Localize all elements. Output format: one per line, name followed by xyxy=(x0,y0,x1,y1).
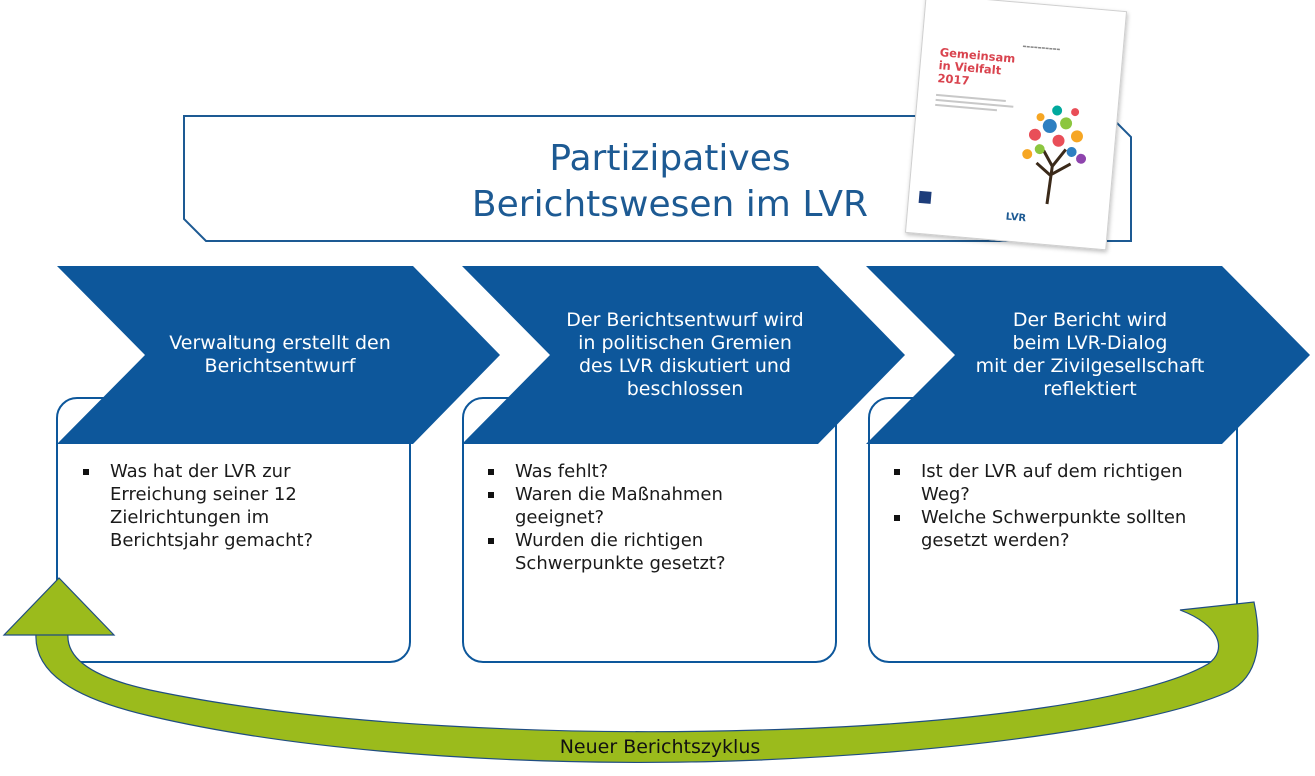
title-line-2: Berichtswesen im LVR xyxy=(471,184,869,225)
step-2-heading: Der Berichtsentwurf wird in politischen … xyxy=(540,309,830,401)
brochure-title: Gemeinsam in Vielfalt 2017 xyxy=(937,45,1016,91)
report-brochure-cover: ▬▬▬▬▬▬▬▬▬▬ Gemeinsam in Vielfalt 2017 LV… xyxy=(904,0,1128,251)
step-2-heading-line: Der Berichtsentwurf wird xyxy=(566,309,804,331)
brochure-publisher-logo xyxy=(918,190,932,204)
process-chevron-2 xyxy=(462,266,905,444)
cycle-arrow-band xyxy=(35,601,1259,763)
cycle-label: Neuer Berichtszyklus xyxy=(559,736,761,758)
question-item: Welche Schwerpunkte sollten gesetzt werd… xyxy=(891,506,1211,552)
step-2-questions: Was fehlt? Waren die Maßnahmen geeignet?… xyxy=(485,460,755,575)
question-item: Was hat der LVR zur Erreichung seiner 12… xyxy=(80,460,325,552)
title-line-1: Partizipatives xyxy=(549,138,791,179)
cycle-arrow-head xyxy=(2,577,116,636)
step-1-questions: Was hat der LVR zur Erreichung seiner 12… xyxy=(80,460,325,552)
step-1-heading: Verwaltung erstellt den Berichtsentwurf xyxy=(140,332,420,378)
step-3-heading-line: reflektiert xyxy=(1043,378,1137,400)
question-item: Ist der LVR auf dem richtigen Weg? xyxy=(891,460,1211,506)
brochure-lvr-logo: LVR xyxy=(1005,211,1027,225)
process-chevron-3 xyxy=(866,266,1310,444)
step-3-heading-line: beim LVR-Dialog xyxy=(1012,332,1168,354)
step-2-heading-line: in politischen Gremien xyxy=(578,332,792,354)
step-1-heading-line: Berichtsentwurf xyxy=(204,355,356,377)
process-chevron-1 xyxy=(57,266,500,444)
step-3-heading-line: Der Bericht wird xyxy=(1012,309,1168,331)
page-title: Partizipatives Berichtswesen im LVR xyxy=(420,136,920,228)
step-2-heading-line: des LVR diskutiert und xyxy=(579,355,791,377)
question-item: Waren die Maßnahmen geeignet? xyxy=(485,483,755,529)
step-1-heading-line: Verwaltung erstellt den xyxy=(169,332,391,354)
step-3-questions: Ist der LVR auf dem richtigen Weg? Welch… xyxy=(891,460,1211,552)
step-3-heading-line: mit der Zivilgesellschaft xyxy=(975,355,1205,377)
brochure-header-mark: ▬▬▬▬▬▬▬▬▬▬ xyxy=(1022,43,1061,52)
question-item: Was fehlt? xyxy=(485,460,755,483)
tree-illustration-icon xyxy=(1022,105,1087,205)
step-3-heading: Der Bericht wird beim LVR-Dialog mit der… xyxy=(945,309,1235,401)
step-2-heading-line: beschlossen xyxy=(626,378,744,400)
question-item: Wurden die richtigen Schwerpunkte gesetz… xyxy=(485,529,755,575)
